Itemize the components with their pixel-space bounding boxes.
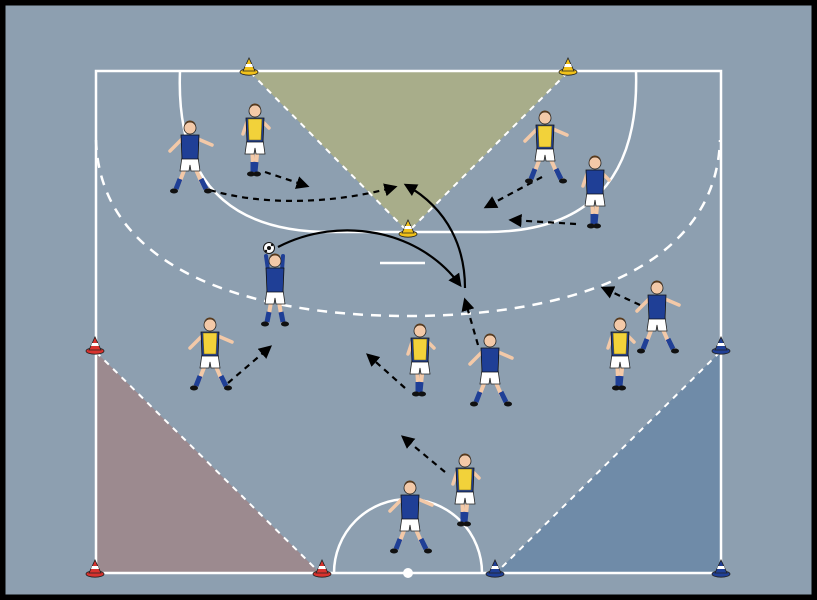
run-arrow [461,297,480,346]
run-arrow [264,170,310,189]
player-yellow [606,317,636,391]
run-arrow [227,345,273,384]
zone-top-left-edge [249,71,409,233]
player-blue [388,480,434,554]
cone-top-left [239,57,259,76]
cone-right-bottom [711,559,731,578]
player-yellow [523,110,569,184]
arrows [209,170,641,473]
player-blue [635,280,681,354]
cone-bottom-blue [485,559,505,578]
player-yellow [241,103,271,177]
cone-bottom-red [312,559,332,578]
player-blue [168,120,214,194]
zone-top-right-edge [407,71,569,233]
cone-left-upper [85,336,105,355]
zone-right-edge [495,351,721,574]
pass-arrow [277,229,462,288]
cone-top-center [398,219,418,238]
pass-arrow-return [403,183,467,289]
cones [85,57,731,578]
zone-left-edge [95,351,321,574]
player-blue [261,242,289,327]
cone-right-upper [711,336,731,355]
free-throw-line [94,139,722,318]
ball-icon [263,242,275,254]
player-yellow [451,453,481,527]
player-yellow [406,323,436,397]
player-blue [581,155,611,229]
run-arrow [400,435,446,473]
player-yellow [188,317,234,391]
run-arrow [600,286,641,306]
center-mark [403,568,413,578]
cone-left-bottom [85,559,105,578]
players [168,103,681,554]
zone-top-triangle [250,72,568,232]
run-arrow [366,353,406,389]
cone-top-right [558,57,578,76]
player-blue [468,333,514,407]
